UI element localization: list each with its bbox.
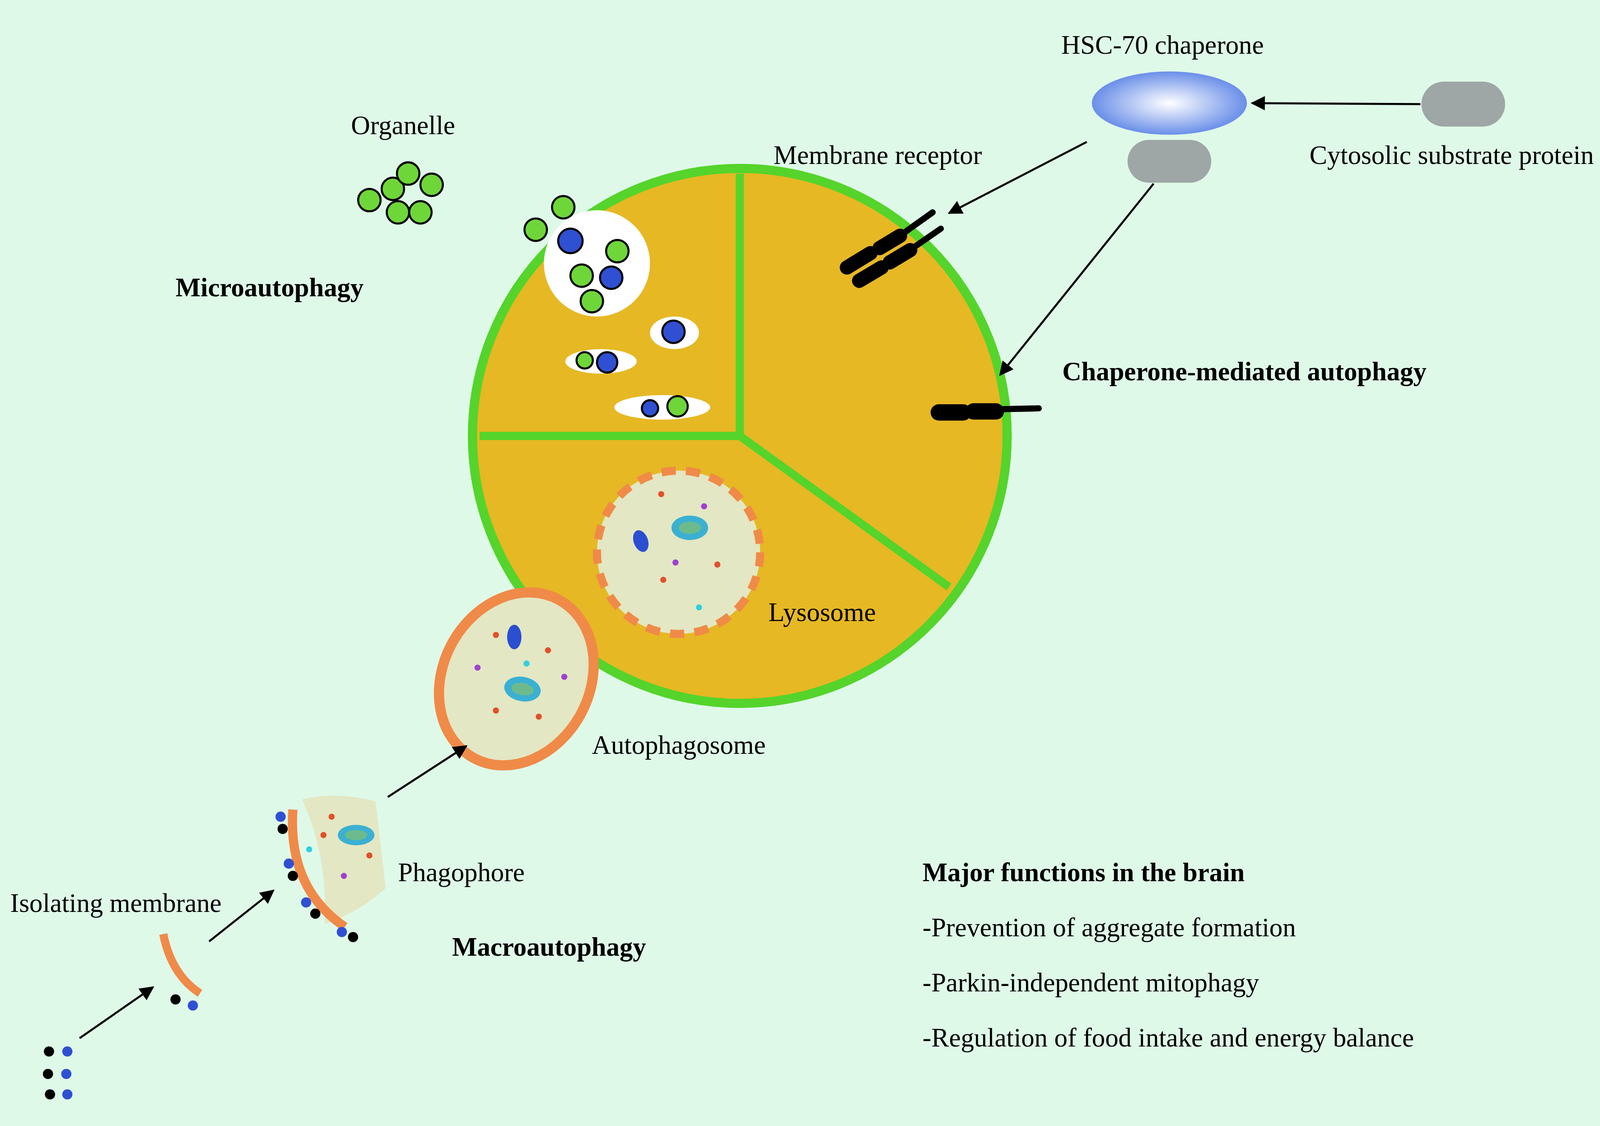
organelle-cluster [358,162,444,224]
phagophore: Phagophore [273,793,388,947]
node-label: Isolating membrane [10,887,222,919]
part-label: Organelle [350,110,456,141]
substrate-protein: Cytosolic substrate protein [1420,80,1507,128]
node-label: HSC-70 chaperone [1061,29,1265,61]
pathway-title: Macroautophagy [452,931,647,963]
node-label: Cytosolic substrate protein [1309,139,1595,171]
flow-arrow [387,746,467,798]
bound-substrate [1127,139,1212,183]
isolating-membrane-drawing [163,933,201,1011]
membrane-receptor: Membrane receptor [831,199,950,297]
receptor-symbol [846,212,1039,413]
pathway-title: Chaperone-mediated autophagy [1062,356,1427,388]
autolysosome [597,470,761,635]
note-item: -Prevention of aggregate formation [922,912,1297,943]
note-heading: Major functions in the brain [922,857,1246,888]
micro-vesicles [524,195,710,420]
flow-arrow [79,987,154,1039]
precursor-dots [42,1046,73,1100]
phagophore-drawing [275,795,386,943]
chaperone-complex: HSC-70 chaperone [1086,69,1252,184]
substrate-shape [1421,81,1506,127]
isolating-membrane: Isolating membrane [153,923,210,1013]
pathway-title: Microautophagy [175,272,364,304]
node-label: Lysosome [768,597,876,628]
node-label: Autophagosome [592,729,766,761]
flow-arrow [1251,102,1421,104]
flow-arrow [1000,183,1154,375]
chaperone-shape [1091,71,1247,135]
autophagosome: Autophagosome [433,593,600,764]
node-label: Membrane receptor [773,139,982,171]
node-label: Phagophore [397,857,525,888]
lysosome-circle: Lysosome [472,168,1008,704]
autophagosome-drawing [409,564,624,793]
note-item: -Parkin-independent mitophagy [922,967,1260,999]
note-item: -Regulation of food intake and energy ba… [922,1022,1414,1054]
